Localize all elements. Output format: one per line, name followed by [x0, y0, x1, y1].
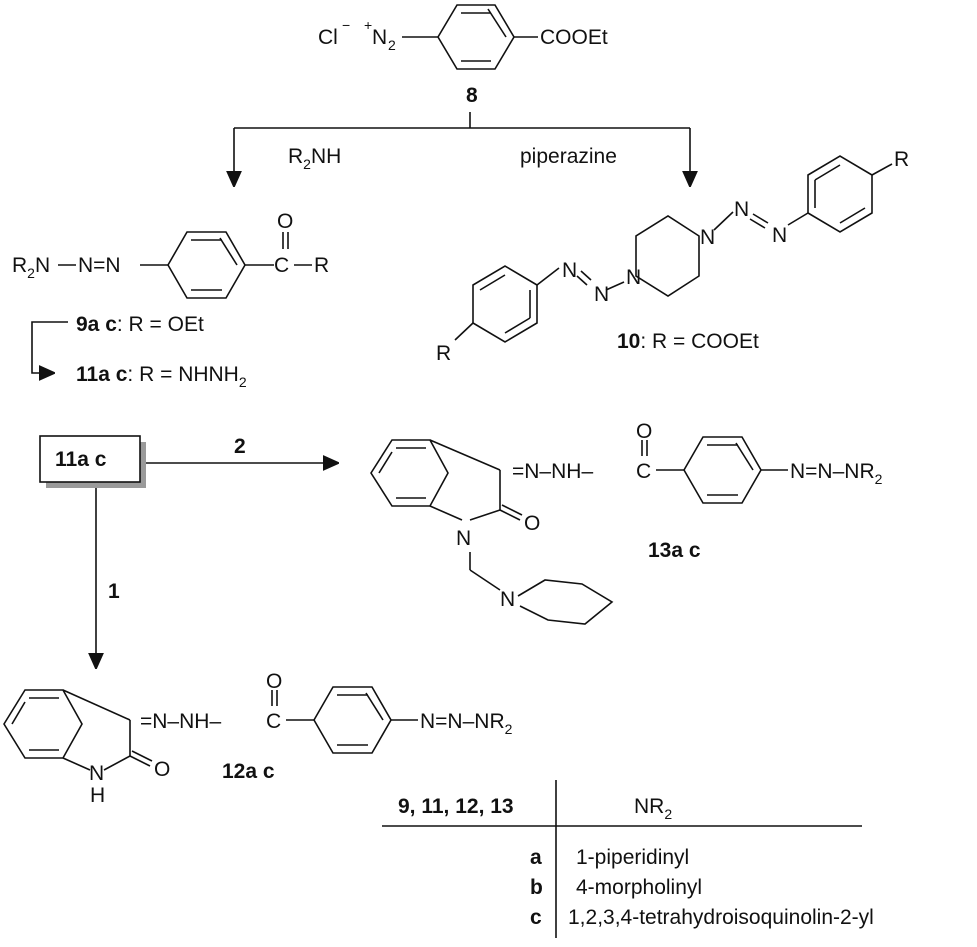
compound-number-8: 8 — [466, 84, 478, 107]
azo-label: N=N — [78, 254, 121, 277]
benzene-ring — [370, 439, 449, 507]
compound-9-structure: R2N N=N C O R — [12, 210, 329, 299]
compound-12-label: 12a c — [222, 760, 275, 783]
benzene-ring — [167, 231, 246, 299]
piperazine-n-lower: N — [626, 266, 641, 289]
carbonyl-c: C — [266, 710, 281, 733]
arrow-1: 1 — [96, 488, 120, 666]
compound-12-structure: O N H =N–NH– C O N=N–NR2 12a c — [3, 670, 513, 807]
benzene-ring — [807, 155, 873, 233]
carbonyl-c: C — [636, 460, 651, 483]
r2n-label: R2N — [12, 254, 50, 281]
compound-10-label: 10: R = COOEt — [617, 330, 759, 353]
compound-8: Cl − + N 2 COOEt 8 — [318, 4, 608, 107]
r-group-bottom: R — [436, 342, 451, 365]
ester-label: COOEt — [540, 26, 608, 49]
benzene-ring — [437, 4, 515, 70]
table-row-key: b — [530, 876, 543, 899]
azo-amine: N=N–NR2 — [420, 710, 513, 737]
diazonium-n-sub: 2 — [388, 37, 396, 53]
carbonyl-c: C — [274, 254, 289, 277]
table-row-value: 1,2,3,4-tetrahydroisoquinolin-2-yl — [568, 906, 874, 929]
piperidine-ring — [517, 579, 614, 625]
hydrazone: =N–NH– — [512, 460, 593, 483]
benzene-ring — [472, 265, 538, 343]
compound-9-label: 9a c: R = OEt — [76, 313, 204, 336]
r-group: R — [314, 254, 329, 277]
compound-13-structure: O N =N–NH– C O N=N–NR2 N 13a c — [370, 420, 883, 625]
piperazine-n-upper: N — [700, 226, 715, 249]
compound-11-label: 11a c: R = NHNH2 — [76, 363, 247, 390]
azo-n: N — [562, 259, 577, 282]
table-row-key: c — [530, 906, 542, 929]
lactam-o: O — [524, 512, 540, 535]
table-row-value: 4-morpholinyl — [576, 876, 702, 899]
table-header-compounds: 9, 11, 12, 13 — [398, 795, 514, 818]
reagent-piperazine: piperazine — [520, 145, 617, 168]
compound-10-structure: R N N N N N N R 10: R = COOEt — [436, 148, 909, 365]
arrow-1-label: 1 — [108, 580, 120, 603]
diazonium-plus: + — [364, 17, 372, 33]
box-label: 11a c — [55, 448, 107, 471]
table-row-key: a — [530, 846, 542, 869]
benzene-ring — [313, 686, 392, 754]
benzene-ring — [683, 436, 762, 504]
compound-13-label: 13a c — [648, 539, 701, 562]
azo-n: N — [772, 224, 787, 247]
piperidine-n: N — [500, 588, 515, 611]
branch-arrows: R2NH piperazine — [234, 112, 690, 184]
r-group-top: R — [894, 148, 909, 171]
ring-n: N — [456, 527, 471, 550]
compound-9-11-labels: 9a c: R = OEt 11a c: R = NHNH2 — [31, 313, 247, 390]
nh-n: N — [89, 762, 104, 785]
carbonyl-o: O — [277, 210, 293, 233]
chloride-label: Cl — [318, 26, 338, 49]
chloride-charge: − — [342, 17, 350, 33]
carbonyl-o: O — [266, 670, 282, 693]
azo-n: N — [734, 198, 749, 221]
azo-n: N — [594, 283, 609, 306]
diazonium-n: N — [372, 26, 387, 49]
reagent-r2nh: R2NH — [288, 145, 341, 172]
starting-box: 11a c — [39, 435, 146, 488]
arrow-2: 2 — [146, 435, 336, 463]
substituent-table: 9, 11, 12, 13 NR2 a 1-piperidinyl b 4-mo… — [382, 780, 874, 938]
table-row-value: 1-piperidinyl — [576, 846, 689, 869]
arrow-2-label: 2 — [234, 435, 246, 458]
lactam-o: O — [154, 758, 170, 781]
piperazine-ring — [635, 215, 700, 297]
carbonyl-o: O — [636, 420, 652, 443]
hydrazone: =N–NH– — [140, 710, 221, 733]
table-header-nr2: NR2 — [634, 795, 672, 822]
nh-h: H — [90, 784, 105, 807]
azo-amine: N=N–NR2 — [790, 460, 883, 487]
benzene-ring — [3, 689, 83, 759]
